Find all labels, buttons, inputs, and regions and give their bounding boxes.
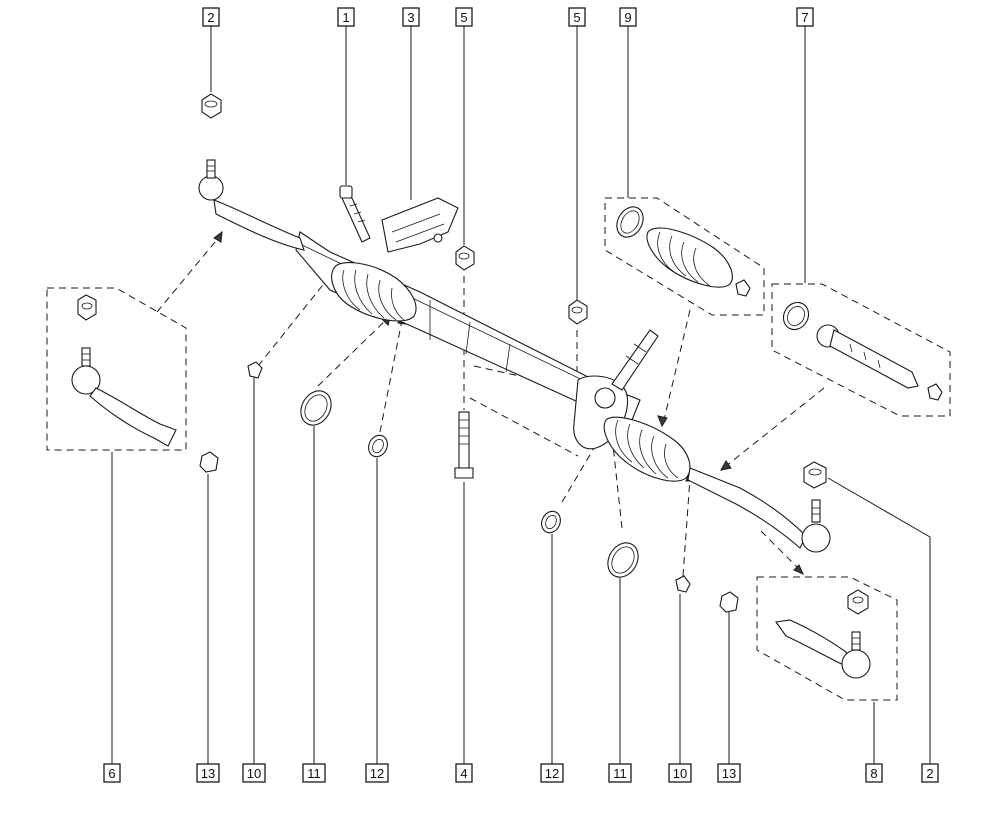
nut-2-right (803, 461, 827, 489)
svg-text:9: 9 (624, 10, 631, 25)
boot-kit-9 (616, 206, 751, 297)
tie-rod-end-left-6 (71, 294, 177, 447)
svg-text:3: 3 (407, 10, 414, 25)
clamp-11-left (300, 390, 332, 426)
callout-2-bottom: 2 (827, 477, 939, 783)
callout-2-top: 2 (202, 7, 220, 92)
svg-text:10: 10 (673, 766, 687, 781)
left-tie-rod-assembled (198, 159, 305, 251)
group-frame-boot-kit (604, 197, 765, 316)
callout-11-bottom-right: 11 (608, 578, 632, 783)
callout-5-top-left: 5 (455, 7, 473, 245)
callout-11-bottom-left: 11 (302, 426, 326, 783)
svg-text:6: 6 (108, 766, 115, 781)
ring-12-left (368, 434, 388, 458)
ring-12-right (541, 510, 561, 534)
callout-8-bottom: 8 (865, 702, 883, 783)
svg-text:12: 12 (545, 766, 559, 781)
svg-text:12: 12 (370, 766, 384, 781)
svg-text:11: 11 (613, 766, 627, 781)
svg-text:11: 11 (307, 766, 321, 781)
inner-tie-rod-7 (782, 301, 943, 401)
heat-shield-3 (381, 197, 459, 253)
nut-13-left (199, 451, 219, 473)
svg-text:13: 13 (722, 766, 736, 781)
svg-text:2: 2 (207, 10, 214, 25)
svg-text:5: 5 (573, 10, 580, 25)
callout-1-top: 1 (337, 7, 355, 185)
clamp-11-right (607, 542, 639, 578)
right-tie-rod-assembled (687, 467, 831, 553)
svg-text:13: 13 (201, 766, 215, 781)
svg-text:5: 5 (460, 10, 467, 25)
svg-text:4: 4 (460, 766, 467, 781)
callout-12-bottom-left: 12 (365, 458, 389, 783)
group-frame-tie-rod-end-right (756, 576, 898, 701)
svg-text:1: 1 (342, 10, 349, 25)
tie-rod-end-right-8 (775, 589, 871, 679)
clip-10-left (247, 361, 263, 379)
callout-12-bottom-right: 12 (540, 534, 564, 783)
callout-6-bottom: 6 (103, 452, 121, 783)
nut-13-right (719, 591, 739, 613)
svg-text:8: 8 (870, 766, 877, 781)
callout-10-bottom-left: 10 (242, 378, 266, 783)
clip-10-right (675, 575, 691, 593)
bolt-4 (454, 411, 474, 479)
svg-text:10: 10 (247, 766, 261, 781)
svg-text:2: 2 (926, 766, 933, 781)
nut-5-left (455, 245, 475, 271)
callout-9-top: 9 (619, 7, 637, 198)
group-frame-tie-rod-end-left (46, 287, 187, 451)
callout-7-top: 7 (796, 7, 814, 283)
callout-3-top: 3 (402, 7, 420, 200)
callout-10-bottom-right: 10 (668, 594, 692, 783)
callout-13-bottom-left: 13 (196, 474, 220, 783)
nut-2-top (201, 93, 222, 119)
right-rack-boot (603, 416, 691, 482)
nut-5-right (568, 299, 588, 325)
bolt-1 (339, 185, 371, 243)
svg-text:7: 7 (801, 10, 808, 25)
group-frame-inner-tie-rod (771, 283, 951, 417)
callout-4-bottom: 4 (455, 482, 473, 783)
callout-5-top-right: 5 (568, 7, 586, 300)
callout-13-bottom-right: 13 (717, 610, 741, 783)
left-rack-boot (331, 262, 417, 322)
